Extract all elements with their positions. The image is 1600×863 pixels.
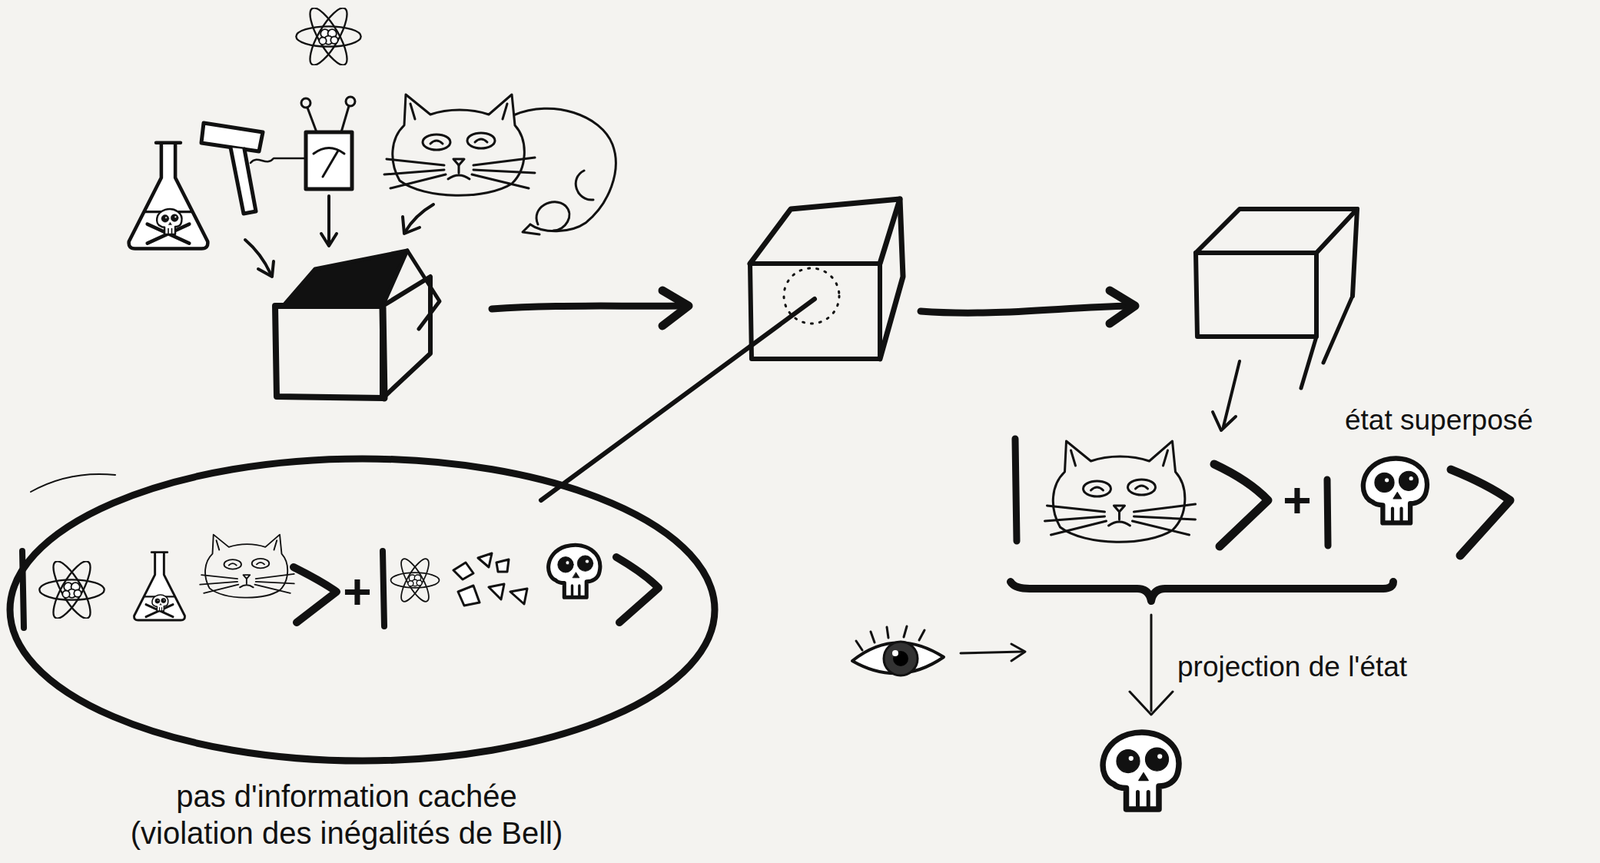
- state-label: état superposé: [1344, 403, 1534, 438]
- closed-box: [750, 199, 903, 359]
- caption-text: pas d'information cachée (violation des …: [119, 777, 574, 852]
- entangled-ket: [22, 474, 659, 628]
- poison-flask: [129, 142, 209, 249]
- plus-sign: +: [1282, 475, 1312, 525]
- plus-sign: +: [342, 567, 372, 617]
- observer-eye: [852, 626, 1026, 676]
- cat-drawing: [384, 94, 616, 235]
- atom-icon: [295, 3, 361, 70]
- superposed-ket: [1015, 438, 1511, 556]
- hammer-icon: [201, 122, 306, 214]
- projection-label: projection de l'état: [1177, 650, 1408, 684]
- open-box: [275, 250, 440, 399]
- geiger-counter: [301, 96, 356, 190]
- ellipse-outline: [9, 458, 715, 761]
- brace: [1010, 581, 1394, 601]
- process-arrow: [491, 290, 689, 326]
- process-arrow: [920, 290, 1136, 324]
- dead-cat-skull: [1102, 732, 1179, 810]
- opened-box: [1195, 209, 1358, 431]
- zoom-leader: [541, 298, 815, 501]
- projection-arrow: [1129, 614, 1173, 715]
- ellipse-region: +pas d'information cachée (violation des…: [5, 454, 720, 766]
